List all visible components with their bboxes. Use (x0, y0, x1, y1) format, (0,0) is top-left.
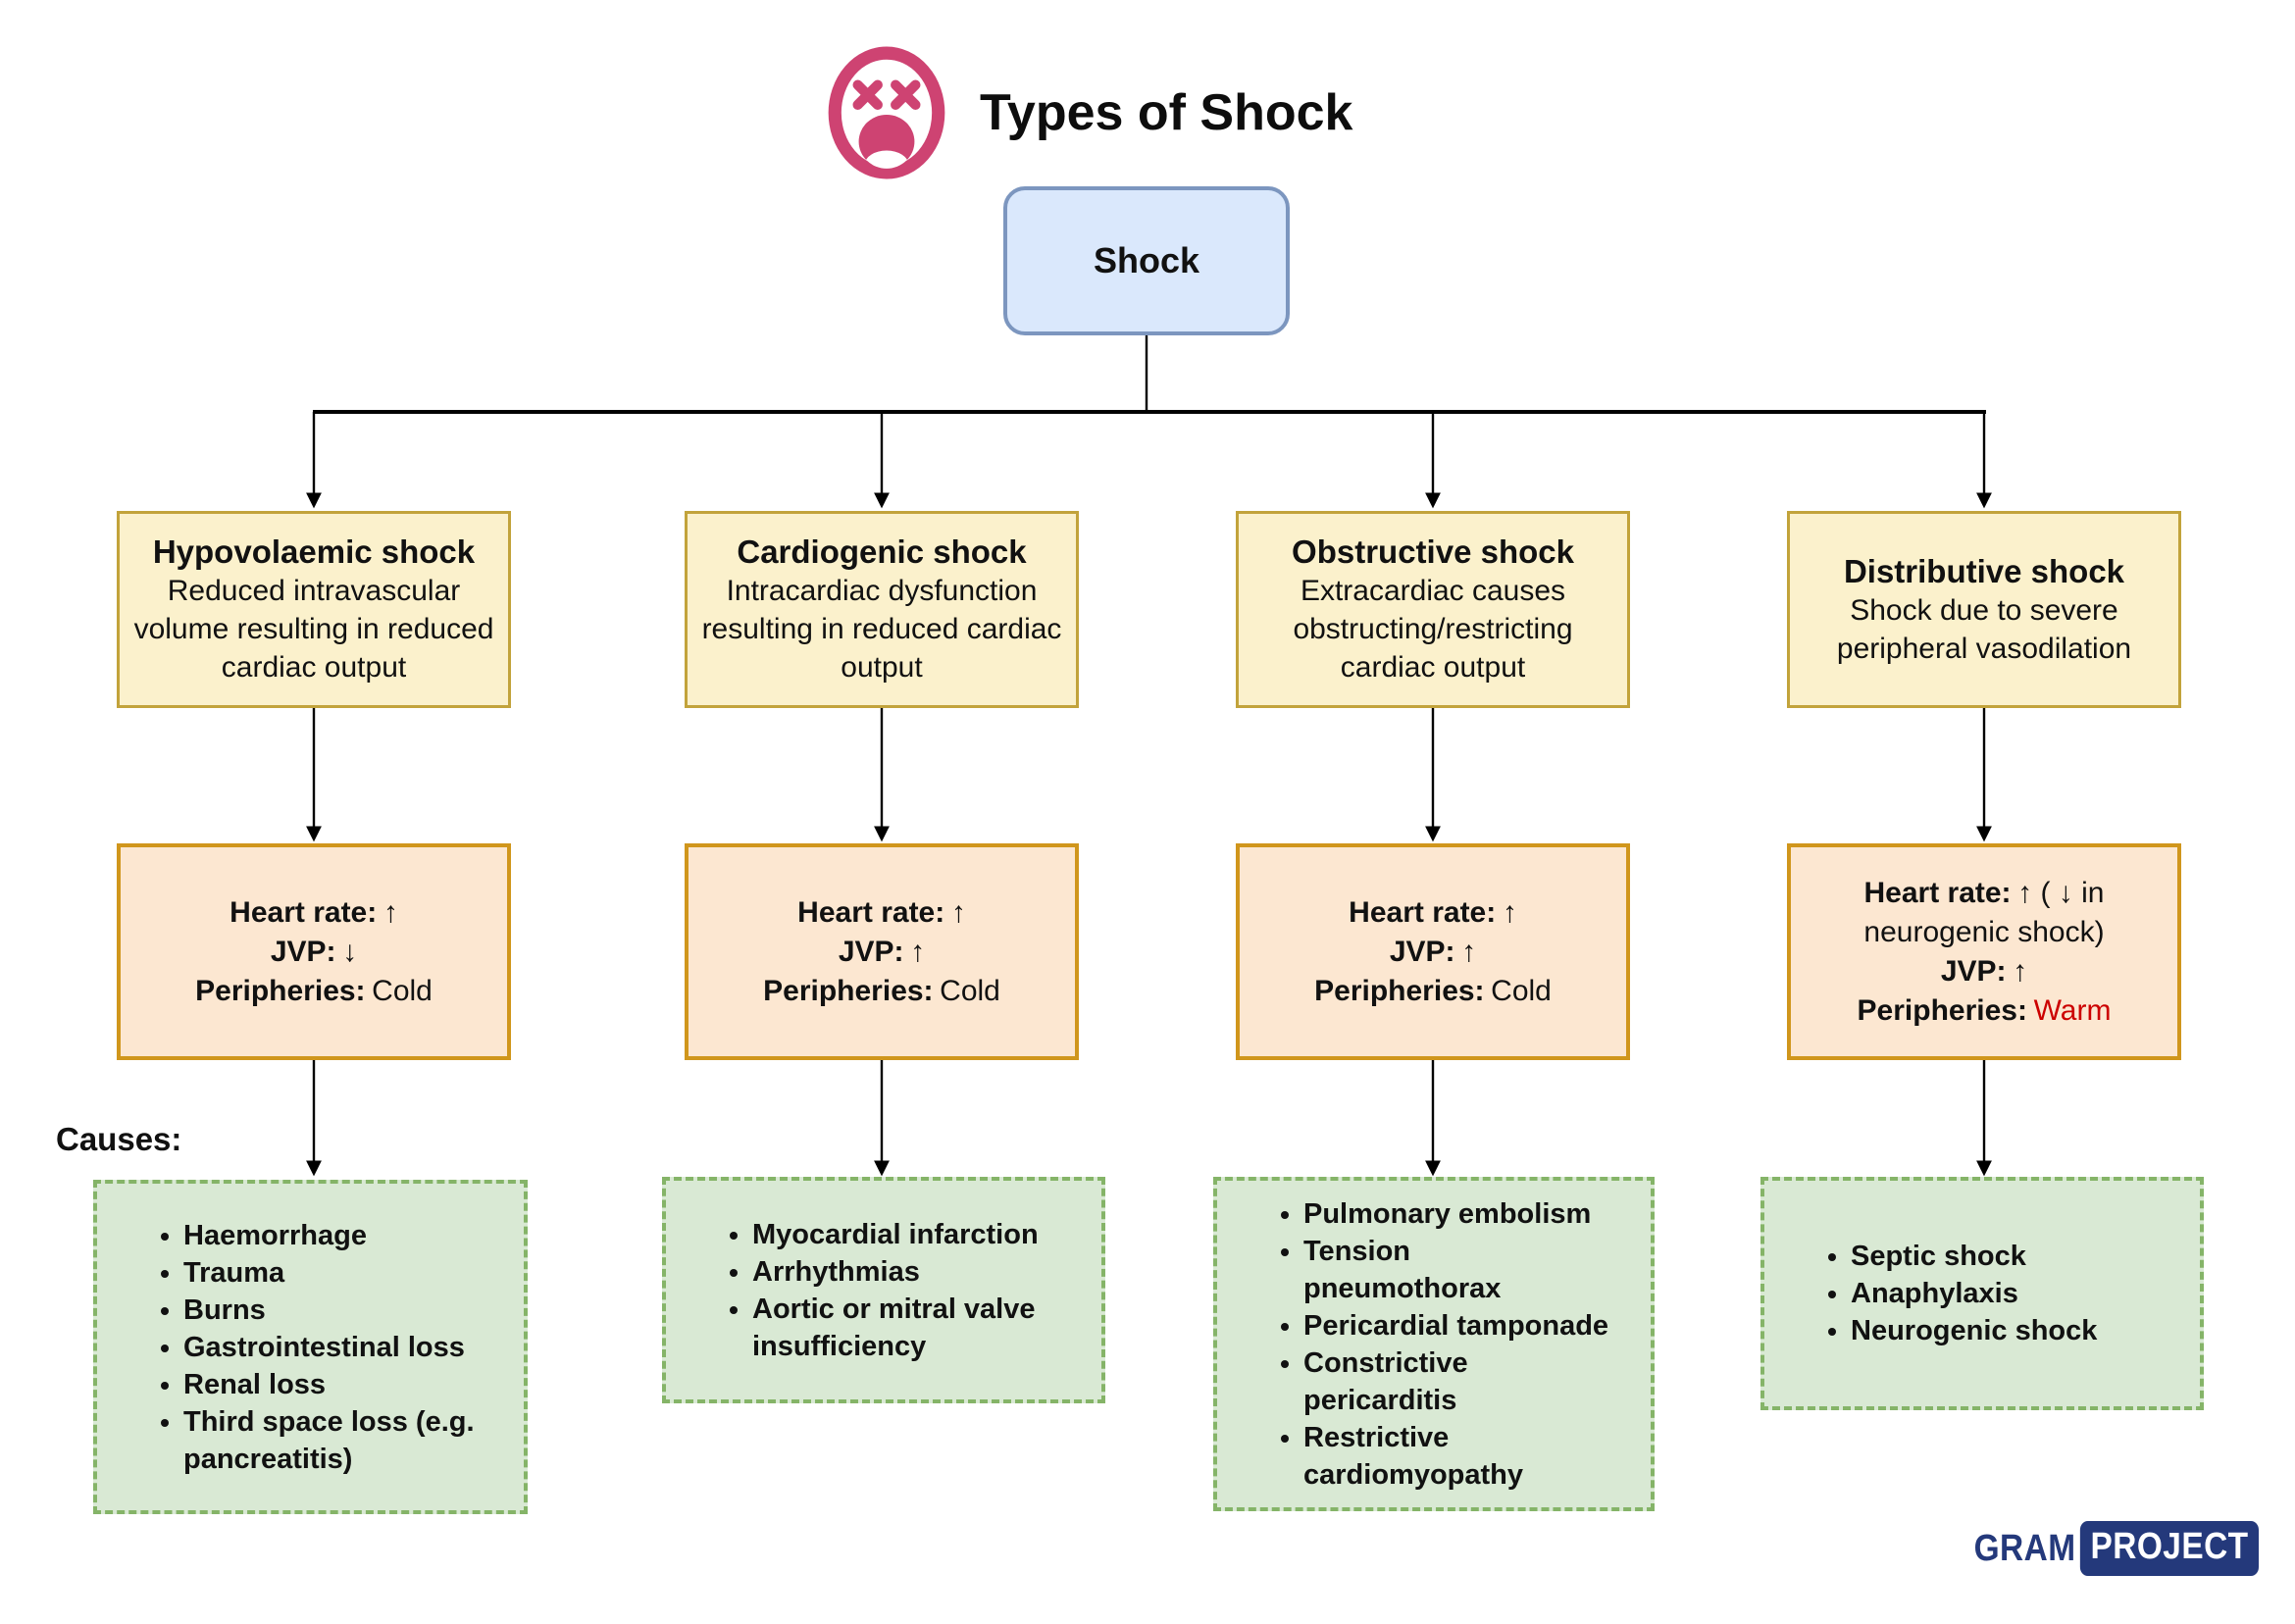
cause-item: Third space loss (e.g. pancreatitis) (183, 1403, 484, 1478)
vital-label: Heart rate: (797, 895, 945, 929)
dizzy-face-icon (828, 46, 945, 179)
node-shock-root: Shock (1003, 186, 1290, 335)
cause-item: Restrictive cardiomyopathy (1303, 1419, 1611, 1494)
vital-line: Heart rate:↑ (797, 893, 966, 933)
node-obstructive-causes: Pulmonary embolismTension pneumothoraxPe… (1213, 1177, 1655, 1511)
vital-line: JVP:↓ (271, 933, 357, 972)
cause-item: Gastrointestinal loss (183, 1329, 484, 1366)
vital-value: ↑ (910, 935, 926, 968)
type-title: Hypovolaemic shock (152, 533, 476, 570)
vital-line: Peripheries:Cold (1314, 972, 1552, 1011)
vital-label: JVP: (1940, 954, 2007, 988)
causes-list: Pulmonary embolismTension pneumothoraxPe… (1217, 1195, 1651, 1494)
vital-value: ↓ (342, 935, 358, 968)
vital-value: ↑ (2013, 954, 2028, 988)
vital-label: Peripheries: (763, 974, 934, 1007)
cause-item: Renal loss (183, 1366, 484, 1403)
cause-item: Haemorrhage (183, 1217, 484, 1254)
cause-item: Septic shock (1851, 1238, 2161, 1275)
cause-item: Pulmonary embolism (1303, 1195, 1611, 1233)
node-hypovolaemic-vitals: Heart rate:↑ JVP:↓ Peripheries:Cold (117, 843, 511, 1060)
cause-item: Neurogenic shock (1851, 1312, 2161, 1349)
vital-value: Cold (1491, 974, 1552, 1007)
vital-line: Heart rate:↑ (230, 893, 398, 933)
vital-value: Warm (2033, 993, 2112, 1027)
type-description: Shock due to severe peripheral vasodilat… (1836, 593, 2132, 665)
cause-item: Burns (183, 1292, 484, 1329)
vital-line: Peripheries:Warm (1858, 991, 2112, 1031)
vital-label: JVP: (1389, 935, 1455, 968)
node-distributive-vitals: Heart rate:↑ ( ↓ in neurogenic shock) JV… (1787, 843, 2181, 1060)
node-obstructive-shock: Obstructive shock Extracardiac causes ob… (1236, 511, 1630, 708)
logo-gram-text: GRAM (1973, 1527, 2076, 1569)
vital-value: Cold (372, 974, 433, 1007)
type-title: Distributive shock (1843, 552, 2125, 589)
vital-label: JVP: (838, 935, 904, 968)
cause-item: Myocardial infarction (752, 1216, 1062, 1253)
vital-value: ↑ (950, 895, 966, 929)
cause-item: Trauma (183, 1254, 484, 1292)
vital-label: Heart rate: (1349, 895, 1497, 929)
node-shock-label: Shock (1093, 240, 1200, 280)
vital-label: Peripheries: (1857, 993, 2027, 1027)
type-title: Obstructive shock (1292, 533, 1574, 570)
vital-label: Peripheries: (195, 974, 366, 1007)
causes-list: Septic shockAnaphylaxisNeurogenic shock (1764, 1238, 2200, 1349)
node-cardiogenic-causes: Myocardial infarctionArrhythmiasAortic o… (662, 1177, 1105, 1403)
cause-item: Aortic or mitral valve insufficiency (752, 1291, 1062, 1365)
node-obstructive-vitals: Heart rate:↑ JVP:↑ Peripheries:Cold (1236, 843, 1630, 1060)
vital-line: Heart rate:↑ (1349, 893, 1517, 933)
type-description: Extracardiac causes obstructing/restrict… (1293, 575, 1573, 684)
gram-project-logo: GRAM PROJECT (1974, 1521, 2259, 1576)
diagram-header: Types of Shock (827, 45, 1352, 180)
cause-item: Anaphylaxis (1851, 1275, 2161, 1312)
vital-value: ↑ (1502, 895, 1517, 929)
vital-value: ↑ ( ↓ in neurogenic shock) (1863, 876, 2105, 948)
cause-item: Arrhythmias (752, 1253, 1062, 1291)
node-distributive-shock: Distributive shock Shock due to severe p… (1787, 511, 2181, 708)
node-hypovolaemic-causes: HaemorrhageTraumaBurnsGastrointestinal l… (93, 1180, 528, 1514)
vital-label: JVP: (270, 935, 336, 968)
causes-label: Causes: (56, 1121, 182, 1157)
type-title: Cardiogenic shock (737, 533, 1027, 570)
vital-value: ↑ (1461, 935, 1477, 968)
vital-line: JVP:↑ (1390, 933, 1476, 972)
causes-list: Myocardial infarctionArrhythmiasAortic o… (666, 1216, 1101, 1365)
vital-line: Peripheries:Cold (763, 972, 1000, 1011)
vital-line: JVP:↑ (1941, 952, 2027, 991)
page-title: Types of Shock (980, 84, 1353, 141)
type-description: Reduced intravascular volume resulting i… (133, 575, 494, 684)
node-hypovolaemic-shock: Hypovolaemic shock Reduced intravascular… (117, 511, 511, 708)
vital-label: Heart rate: (1863, 876, 2012, 909)
cause-item: Tension pneumothorax (1303, 1233, 1611, 1307)
vital-label: Peripheries: (1314, 974, 1485, 1007)
vital-value: ↑ (382, 895, 398, 929)
node-distributive-causes: Septic shockAnaphylaxisNeurogenic shock (1760, 1177, 2204, 1410)
causes-list: HaemorrhageTraumaBurnsGastrointestinal l… (97, 1217, 524, 1478)
vital-line: Peripheries:Cold (195, 972, 433, 1011)
cause-item: Constrictive pericarditis (1303, 1345, 1611, 1419)
node-cardiogenic-shock: Cardiogenic shock Intracardiac dysfuncti… (685, 511, 1079, 708)
cause-item: Pericardial tamponade (1303, 1307, 1611, 1345)
vital-label: Heart rate: (230, 895, 378, 929)
vital-line: JVP:↑ (839, 933, 925, 972)
logo-project-badge: PROJECT (2079, 1521, 2259, 1576)
vital-line: Heart rate:↑ ( ↓ in neurogenic shock) (1809, 874, 2160, 952)
node-cardiogenic-vitals: Heart rate:↑ JVP:↑ Peripheries:Cold (685, 843, 1079, 1060)
vital-value: Cold (940, 974, 1000, 1007)
type-description: Intracardiac dysfunction resulting in re… (701, 575, 1062, 684)
